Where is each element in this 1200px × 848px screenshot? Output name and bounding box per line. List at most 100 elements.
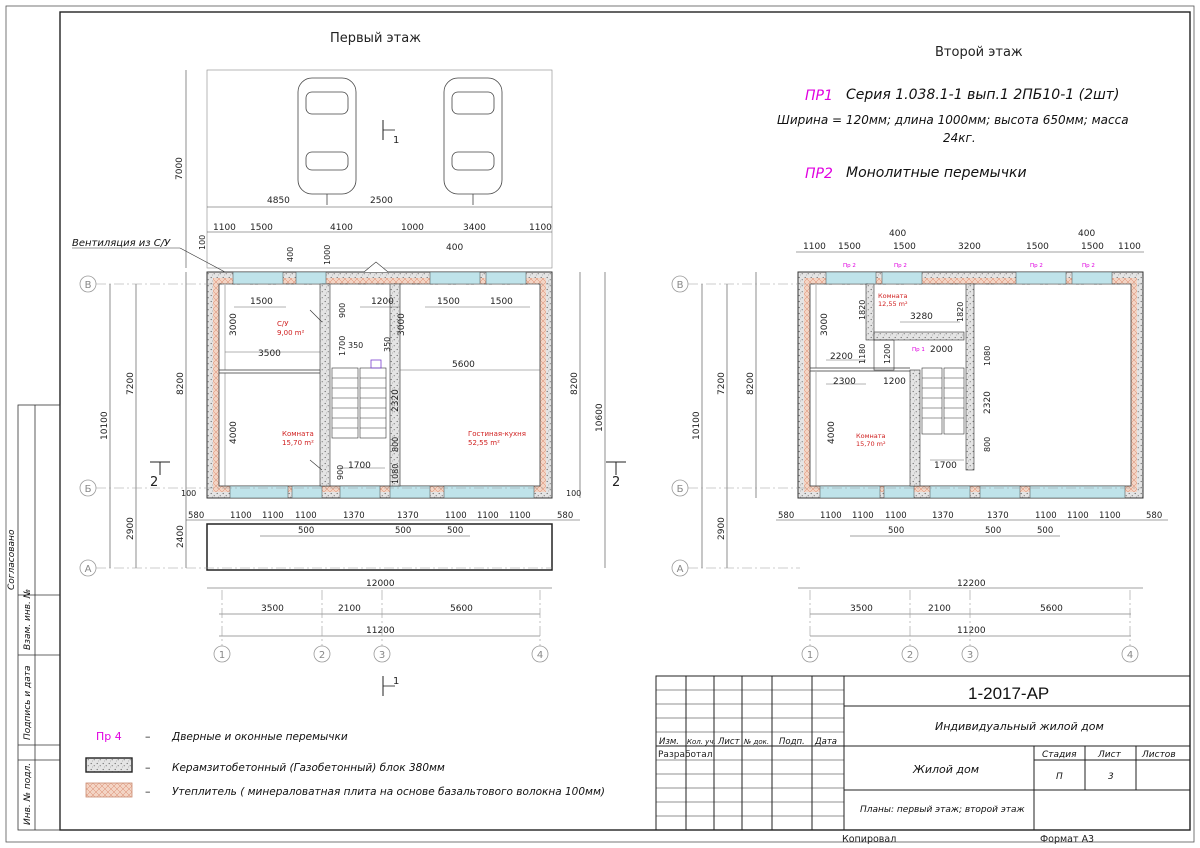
dim-5600: 5600 xyxy=(450,604,473,614)
vent-label: Вентиляция из С/У xyxy=(72,238,171,249)
dim-1200: 1200 xyxy=(371,297,394,307)
dim-2100: 2100 xyxy=(338,604,361,614)
dim-1080: 1080 xyxy=(983,346,992,366)
dim-1100: 1100 xyxy=(1099,511,1121,521)
dim-3500: 3500 xyxy=(850,604,873,614)
dim-1370: 1370 xyxy=(932,511,954,521)
dim-1100: 1100 xyxy=(230,511,252,521)
dim-1500: 1500 xyxy=(1026,242,1049,252)
room-area: 15,70 m² xyxy=(856,440,886,448)
dim-1100: 1100 xyxy=(1035,511,1057,521)
legend: Пр 4 – Дверные и оконные перемычки – Кер… xyxy=(85,730,605,798)
legend-pr4-tag: Пр 4 xyxy=(96,730,122,743)
dim-2320: 2320 xyxy=(391,389,401,412)
insulation-swatch-icon xyxy=(85,782,133,798)
pr1-text: Серия 1.038.1-1 вып.1 2ПБ10-1 (2шт) xyxy=(846,87,1119,103)
dim-1100: 1100 xyxy=(852,511,874,521)
stamp-col: Дата xyxy=(814,737,837,747)
dim-4850: 4850 xyxy=(267,196,290,206)
dim-3280: 3280 xyxy=(910,312,933,322)
dim-12000: 12000 xyxy=(366,579,395,589)
dim-1180: 1180 xyxy=(858,344,867,364)
axis-label: 2 xyxy=(319,650,325,661)
floor2-title: Второй этаж xyxy=(935,45,1023,60)
dim-7200: 7200 xyxy=(717,372,727,395)
stamp-developed: Разработал xyxy=(658,750,713,760)
axis-label: 4 xyxy=(537,650,543,661)
floor1-side-dimensions xyxy=(109,272,606,568)
dim-350: 350 xyxy=(383,337,392,352)
dim-1500: 1500 xyxy=(893,242,916,252)
dim-2900: 2900 xyxy=(126,517,136,540)
floor1-axes xyxy=(96,283,552,646)
dim-10600: 10600 xyxy=(595,403,605,432)
legend-pr4-text: Дверные и оконные перемычки xyxy=(171,731,348,743)
legend-dash: – xyxy=(145,761,151,774)
dim-10100: 10100 xyxy=(692,411,702,440)
dim-7000: 7000 xyxy=(175,157,185,180)
floor2-axes xyxy=(688,283,1143,646)
dim-1370: 1370 xyxy=(397,511,419,521)
side-stamp-inv: Инв. № подл. xyxy=(23,763,33,825)
dim-2500: 2500 xyxy=(370,196,393,206)
dim-1100: 1100 xyxy=(820,511,842,521)
axis-label: В xyxy=(677,280,684,291)
dim-3000: 3000 xyxy=(229,313,239,336)
legend-dash: – xyxy=(145,785,151,798)
dim-1100: 1100 xyxy=(509,511,531,521)
stamp-col: № док. xyxy=(743,738,769,746)
axis-label: 1 xyxy=(807,650,813,661)
dim-1100: 1100 xyxy=(803,242,826,252)
axis-label: 3 xyxy=(379,650,385,661)
stamp-col: Лист xyxy=(717,737,741,747)
room-label: Комната xyxy=(878,292,908,300)
dim-1100: 1100 xyxy=(477,511,499,521)
floor1-axis-bubbles xyxy=(79,275,549,663)
dim-11200: 11200 xyxy=(366,626,395,636)
stamp-col: Изм. xyxy=(659,737,679,747)
room-label: С/У xyxy=(277,320,289,328)
dim-2400: 2400 xyxy=(176,525,186,548)
dim-500: 500 xyxy=(447,526,463,536)
project-name: Индивидуальный жилой дом xyxy=(935,720,1104,733)
pr1-desc: Ширина = 120мм; длина 1000мм; высота 650… xyxy=(777,113,1129,127)
dim-400: 400 xyxy=(889,229,906,239)
pr2-tag: ПР2 xyxy=(805,166,833,182)
stamp-stage-h: Стадия xyxy=(1042,750,1077,760)
dim-2300: 2300 xyxy=(833,377,856,387)
dim-2900: 2900 xyxy=(717,517,727,540)
dim-1100: 1100 xyxy=(445,511,467,521)
dim-2320: 2320 xyxy=(983,391,993,414)
dim-1080: 1080 xyxy=(391,464,400,484)
dim-100: 100 xyxy=(198,235,207,250)
dim-580: 580 xyxy=(188,511,204,521)
dim-3000: 3000 xyxy=(397,313,407,336)
dim-5600: 5600 xyxy=(1040,604,1063,614)
axis-label: 4 xyxy=(1127,650,1133,661)
stamp-sheet-h: Лист xyxy=(1097,750,1122,760)
dim-8200: 8200 xyxy=(746,372,756,395)
room-area: 9,00 m² xyxy=(277,329,305,337)
stamp-stage-v: П xyxy=(1056,772,1063,782)
axis-label: 1 xyxy=(219,650,225,661)
axis-label: 2 xyxy=(907,650,913,661)
lintel-label: Пр 1 xyxy=(912,347,925,353)
floor2-plan xyxy=(797,271,1144,499)
dim-900: 900 xyxy=(338,303,347,318)
legend-insul-text: Утеплитель ( минераловатная плита на осн… xyxy=(172,786,605,798)
dim-1500: 1500 xyxy=(490,297,513,307)
side-stamp-sign: Подпись и дата xyxy=(23,665,33,740)
dim-100: 100 xyxy=(181,489,196,498)
dim-500: 500 xyxy=(888,526,904,536)
pr1-desc: 24кг. xyxy=(943,131,976,145)
dim-10100: 10100 xyxy=(100,411,110,440)
dim-1100: 1100 xyxy=(262,511,284,521)
dim-4100: 4100 xyxy=(330,223,353,233)
axis-label: 3 xyxy=(967,650,973,661)
car-icon xyxy=(297,77,357,205)
dim-12200: 12200 xyxy=(957,579,986,589)
dim-580: 580 xyxy=(1146,511,1162,521)
sheet-title: Планы: первый этаж; второй этаж xyxy=(860,805,1026,815)
stamp-col: Кол. уч. xyxy=(687,738,716,746)
